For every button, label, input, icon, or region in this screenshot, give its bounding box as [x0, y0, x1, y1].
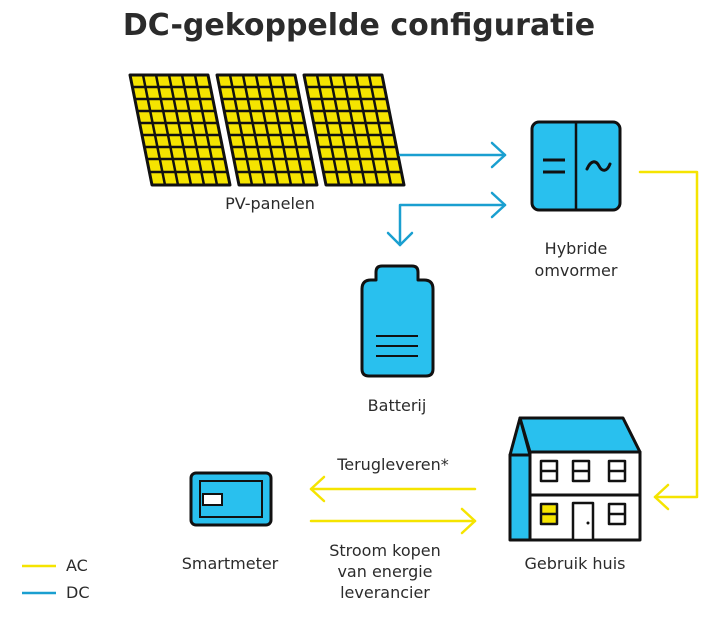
- inverter-label-line2: omvormer: [534, 261, 618, 280]
- feed-in-label: Terugleveren*: [337, 455, 449, 474]
- buy-power-label: Stroom kopen van energie leverancier: [305, 540, 465, 603]
- pv-panels-icon: [128, 73, 406, 187]
- hybrid-inverter-icon: [530, 120, 622, 212]
- buy-power-line2: van energie: [337, 562, 433, 581]
- ac-arrow-inverter-to-house: [638, 170, 699, 511]
- battery-icon: [360, 264, 435, 378]
- ac-arrow-feed-in: [309, 475, 477, 503]
- dc-arrow-battery-inverter: [386, 191, 507, 247]
- pv-panel-1: [128, 73, 232, 187]
- inverter-label-line1: Hybride: [544, 239, 608, 258]
- legend-ac-label: AC: [66, 556, 88, 575]
- smartmeter-icon: [189, 471, 273, 527]
- pv-panel-2: [215, 73, 319, 187]
- dc-arrow-pv-to-inverter: [398, 141, 507, 169]
- buy-power-line3: leverancier: [340, 583, 430, 602]
- buy-power-line1: Stroom kopen: [329, 541, 441, 560]
- inverter-label: Hybride omvormer: [516, 238, 636, 282]
- ac-arrow-buy-power: [309, 507, 477, 535]
- pv-panel-3: [302, 73, 406, 187]
- house-icon: [508, 416, 642, 542]
- page-title: DC-gekoppelde configuratie: [122, 8, 596, 43]
- legend-dc-label: DC: [66, 583, 90, 602]
- smartmeter-label: Smartmeter: [181, 554, 279, 573]
- house-label: Gebruik huis: [524, 554, 626, 573]
- pv-panels-label: PV-panelen: [225, 194, 315, 213]
- battery-label: Batterij: [367, 396, 427, 415]
